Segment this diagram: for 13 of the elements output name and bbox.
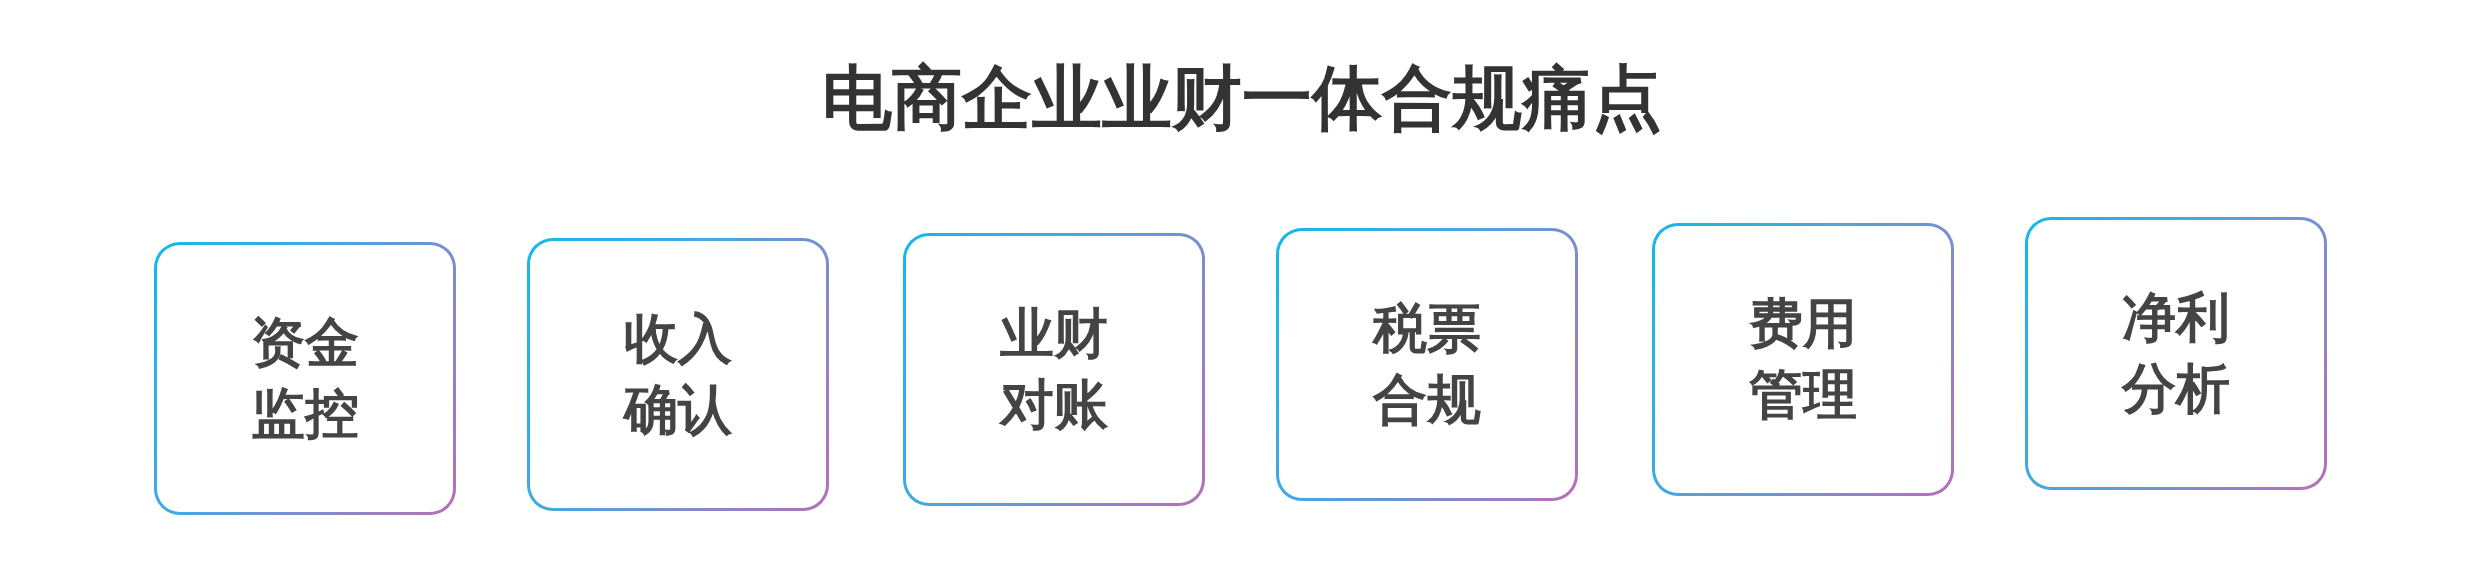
node-label: 费用管理 <box>1748 291 1858 428</box>
rounded-box <box>903 233 1205 506</box>
node-label: 收入确认 <box>622 306 733 443</box>
rounded-box <box>1276 228 1578 501</box>
diagram-title: 电商企业业财一体合规痛点 <box>821 56 1662 141</box>
rounded-box <box>154 242 456 515</box>
node-label: 净利分析 <box>2120 285 2231 422</box>
node-label: 业财对账 <box>998 301 1109 438</box>
rounded-box <box>527 238 829 511</box>
node-label: 税票合规 <box>1371 296 1482 433</box>
rounded-box <box>2025 217 2327 490</box>
node-label: 资金监控 <box>250 310 360 447</box>
rounded-box <box>1652 223 1954 496</box>
